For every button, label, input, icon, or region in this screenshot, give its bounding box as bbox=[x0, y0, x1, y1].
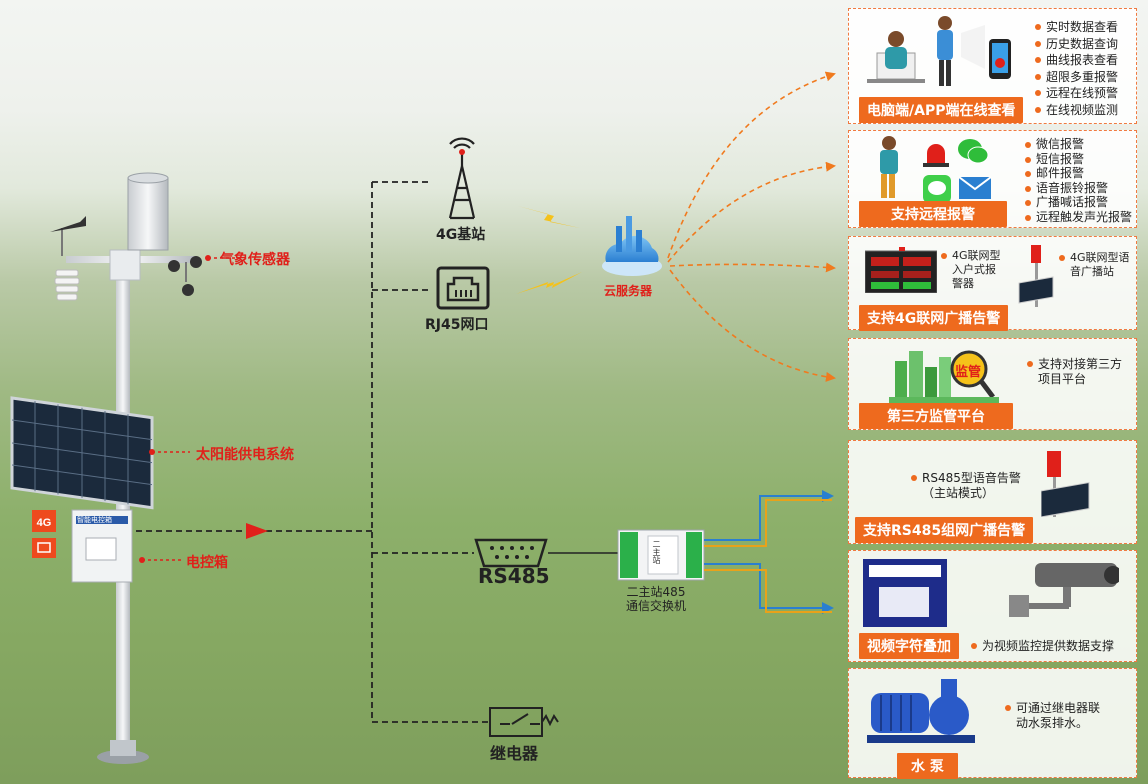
feature-item: 历史数据查询 bbox=[1035, 36, 1118, 53]
supervision-sign: 监管 bbox=[955, 365, 982, 380]
city-supervision-icon bbox=[889, 343, 999, 403]
rj45-port-icon bbox=[436, 266, 490, 310]
remote-alarm-badge: 支持远程报警 bbox=[859, 201, 1007, 227]
broadcast-station-note: 4G联网型语 音广播站 bbox=[1059, 251, 1130, 279]
panel-third-party: 监管 支持对接第三方 项目平台 第三方监管平台 bbox=[848, 338, 1137, 430]
rs485-switch-device bbox=[617, 529, 705, 581]
alarm-item: 远程触发声光报警 bbox=[1025, 210, 1132, 225]
switch-label: 二主站485 通信交换机 bbox=[626, 585, 687, 613]
water-pump-badge: 水 泵 bbox=[897, 753, 958, 779]
relay-label: 继电器 bbox=[490, 744, 539, 763]
third-party-note: 支持对接第三方 项目平台 bbox=[1027, 357, 1122, 387]
alarm-feature-list: 微信报警 短信报警 邮件报警 语音振铃报警 广播喊话报警 远程触发声光报警 bbox=[1025, 137, 1132, 224]
feature-item: 远程在线预警 bbox=[1035, 85, 1118, 102]
video-overlay-note: 为视频监控提供数据支撑 bbox=[971, 639, 1114, 654]
ethernet-badge-icon bbox=[32, 538, 56, 558]
operator-icon bbox=[875, 135, 905, 201]
camera-icon bbox=[1009, 559, 1122, 619]
indoor-alarm-display-icon bbox=[864, 247, 938, 294]
panel-remote-alarm: 微信报警 短信报警 邮件报警 语音振铃报警 广播喊话报警 远程触发声光报警 支持… bbox=[848, 130, 1137, 228]
third-party-badge: 第三方监管平台 bbox=[859, 403, 1013, 429]
alarm-item: 广播喊话报警 bbox=[1025, 195, 1132, 210]
online-badge: 电脑端/APP端在线查看 bbox=[859, 97, 1024, 123]
feature-item: 超限多重报警 bbox=[1035, 69, 1118, 86]
rj45-label: RJ45网口 bbox=[425, 317, 489, 333]
switch-tag: 二主站 bbox=[652, 540, 661, 564]
alarm-item: 邮件报警 bbox=[1025, 166, 1132, 181]
rs485-broadcast-badge: 支持RS485组网广播告警 bbox=[855, 517, 1034, 543]
feature-item: 曲线报表查看 bbox=[1035, 52, 1118, 69]
feature-item: 实时数据查看 bbox=[1035, 19, 1118, 36]
message-icon bbox=[923, 175, 951, 203]
panel-water-pump: 可通过继电器联 动水泵排水。 水 泵 bbox=[848, 668, 1137, 779]
broadcast-4g-badge: 支持4G联网广播告警 bbox=[859, 305, 1009, 331]
base-station-label: 4G基站 bbox=[436, 227, 486, 243]
panel-video-overlay: 视频字符叠加 为视频监控提供数据支撑 bbox=[848, 550, 1137, 662]
control-box bbox=[71, 509, 133, 583]
db9-connector-icon bbox=[474, 538, 548, 568]
panel-4g-broadcast: 4G联网型 入户式报 警器 4G联网型语 音广播站 支持4G联网广播告警 bbox=[848, 236, 1137, 331]
water-pump-note: 可通过继电器联 动水泵排水。 bbox=[1005, 701, 1100, 731]
panel-rs485-broadcast: RS485型语音告警 （主站模式） 支持RS485组网广播告警 bbox=[848, 440, 1137, 544]
panel-online-view: 实时数据查看 历史数据查询 曲线报表查看 超限多重报警 远程在线预警 在线视频监… bbox=[848, 8, 1137, 124]
control-box-tag: 智能电控箱 bbox=[77, 516, 112, 524]
cloud-server-icon bbox=[602, 216, 662, 276]
relay-icon bbox=[489, 707, 559, 737]
wechat-icon bbox=[957, 137, 989, 167]
control-box-label: 电控箱 bbox=[186, 555, 228, 571]
solar-panel bbox=[10, 396, 154, 510]
rs485-alarm-station-icon bbox=[1040, 447, 1111, 518]
online-feature-list: 实时数据查看 历史数据查询 曲线报表查看 超限多重报警 远程在线预警 在线视频监… bbox=[1035, 19, 1118, 118]
alarm-item: 短信报警 bbox=[1025, 152, 1132, 167]
signal-bolt-icon bbox=[516, 272, 582, 294]
video-overlay-badge: 视频字符叠加 bbox=[859, 633, 959, 659]
feature-item: 在线视频监测 bbox=[1035, 102, 1118, 119]
signal-bolt-icon bbox=[518, 206, 580, 228]
svg-text:4G: 4G bbox=[37, 517, 52, 529]
rs485-label: RS485 bbox=[478, 564, 550, 588]
weather-sensor-label: 气象传感器 bbox=[220, 252, 290, 268]
mail-icon bbox=[958, 175, 992, 201]
indoor-alarm-note: 4G联网型 入户式报 警器 bbox=[941, 249, 1001, 291]
video-overlay-device-icon bbox=[863, 559, 947, 627]
rs485-alarm-note: RS485型语音告警 （主站模式） bbox=[911, 471, 1021, 501]
computer-user-icon bbox=[867, 25, 925, 91]
4g-badge-icon bbox=[32, 510, 56, 532]
cloud-arrows bbox=[667, 71, 836, 382]
alarm-item: 语音振铃报警 bbox=[1025, 181, 1132, 196]
alarm-light-icon bbox=[921, 139, 951, 167]
solar-label: 太阳能供电系统 bbox=[196, 447, 294, 463]
broadcast-station-icon bbox=[1017, 243, 1065, 309]
cloud-label: 云服务器 bbox=[604, 284, 653, 298]
phone-user-icon bbox=[933, 13, 1023, 93]
wiring-lines bbox=[136, 181, 488, 723]
rs485-wires bbox=[704, 490, 834, 614]
alarm-item: 微信报警 bbox=[1025, 137, 1132, 152]
water-pump-icon bbox=[867, 679, 977, 747]
